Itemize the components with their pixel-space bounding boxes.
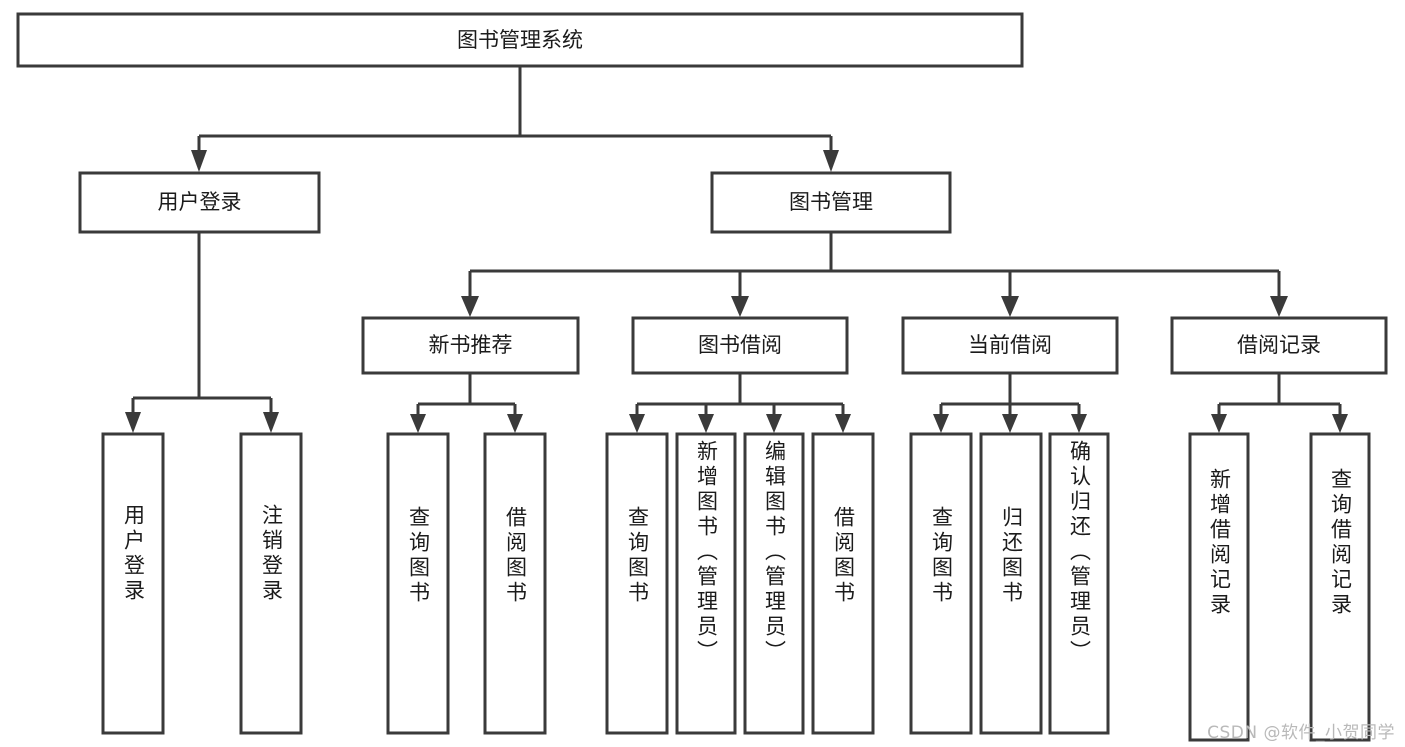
leaf-box-query-book-borrow[interactable] bbox=[605, 432, 669, 735]
leaf-box-borrow-book[interactable] bbox=[811, 432, 875, 735]
root-label: 图书管理系统 bbox=[457, 28, 583, 52]
current-borrow-box[interactable] bbox=[901, 316, 1119, 375]
arrowhead-icon bbox=[507, 414, 523, 433]
leaf-box-confirm-return[interactable] bbox=[1048, 432, 1110, 735]
connector-new-book-rec-to-leaves bbox=[410, 373, 523, 433]
connector-book-manage-to-level3 bbox=[461, 232, 1288, 317]
leaf-box-add-book[interactable] bbox=[675, 432, 737, 735]
connector-user-login-to-leaves bbox=[125, 232, 279, 433]
leaf-box-user-logout[interactable] bbox=[239, 432, 303, 735]
new-book-rec-box[interactable] bbox=[361, 316, 580, 375]
arrowhead-icon bbox=[1002, 414, 1018, 433]
leaf-box-user-login[interactable] bbox=[101, 432, 165, 735]
current-borrow-label: 当前借阅 bbox=[968, 333, 1052, 357]
watermark-text: CSDN @软件_小贺同学 bbox=[1207, 723, 1395, 743]
new-book-rec-label: 新书推荐 bbox=[429, 333, 513, 357]
node-book-borrow[interactable]: 图书借阅 bbox=[631, 316, 849, 375]
arrowhead-icon bbox=[731, 296, 749, 317]
arrowhead-icon bbox=[823, 150, 839, 172]
leaf-box-query-book-current[interactable] bbox=[909, 432, 973, 735]
arrowhead-icon bbox=[1332, 414, 1348, 433]
arrowhead-icon bbox=[698, 414, 714, 433]
arrowhead-icon bbox=[125, 412, 141, 433]
book-borrow-label: 图书借阅 bbox=[698, 333, 782, 357]
node-book-manage[interactable]: 图书管理 bbox=[710, 171, 952, 234]
node-new-book-rec[interactable]: 新书推荐 bbox=[361, 316, 580, 375]
node-current-borrow[interactable]: 当前借阅 bbox=[901, 316, 1119, 375]
user-login-label: 用户登录 bbox=[158, 190, 242, 214]
leaf-box-query-book-rec[interactable] bbox=[386, 432, 450, 735]
arrowhead-icon bbox=[1211, 414, 1227, 433]
arrowhead-icon bbox=[263, 412, 279, 433]
node-user-login[interactable]: 用户登录 bbox=[78, 171, 321, 234]
leaf-box-query-record[interactable] bbox=[1309, 432, 1371, 742]
arrowhead-icon bbox=[629, 414, 645, 433]
borrow-record-label: 借阅记录 bbox=[1237, 333, 1321, 357]
leaf-box-return-book[interactable] bbox=[979, 432, 1043, 735]
connector-book-borrow-to-leaves bbox=[629, 373, 851, 433]
connector-current-borrow-to-leaves bbox=[933, 373, 1087, 433]
book-manage-label: 图书管理 bbox=[789, 190, 873, 214]
arrowhead-icon bbox=[410, 414, 426, 433]
arrowhead-icon bbox=[933, 414, 949, 433]
node-root[interactable]: 图书管理系统 bbox=[16, 12, 1024, 68]
user-login-box[interactable] bbox=[78, 171, 321, 234]
arrowhead-icon bbox=[1001, 296, 1019, 317]
leaf-box-add-record[interactable] bbox=[1188, 432, 1250, 742]
root-box[interactable] bbox=[16, 12, 1024, 68]
connector-borrow-record-to-leaves bbox=[1211, 373, 1348, 433]
leaf-box-borrow-book-rec[interactable] bbox=[483, 432, 547, 735]
connector-root-to-level2 bbox=[191, 66, 839, 172]
leaf-box-edit-book[interactable] bbox=[743, 432, 805, 735]
leaf-boxes-group bbox=[101, 432, 1371, 742]
arrowhead-icon bbox=[461, 296, 479, 317]
arrowhead-icon bbox=[1270, 296, 1288, 317]
arrowhead-icon bbox=[766, 414, 782, 433]
arrowhead-icon bbox=[835, 414, 851, 433]
node-borrow-record[interactable]: 借阅记录 bbox=[1170, 316, 1388, 375]
arrowhead-icon bbox=[1071, 414, 1087, 433]
arrowhead-icon bbox=[191, 150, 207, 172]
